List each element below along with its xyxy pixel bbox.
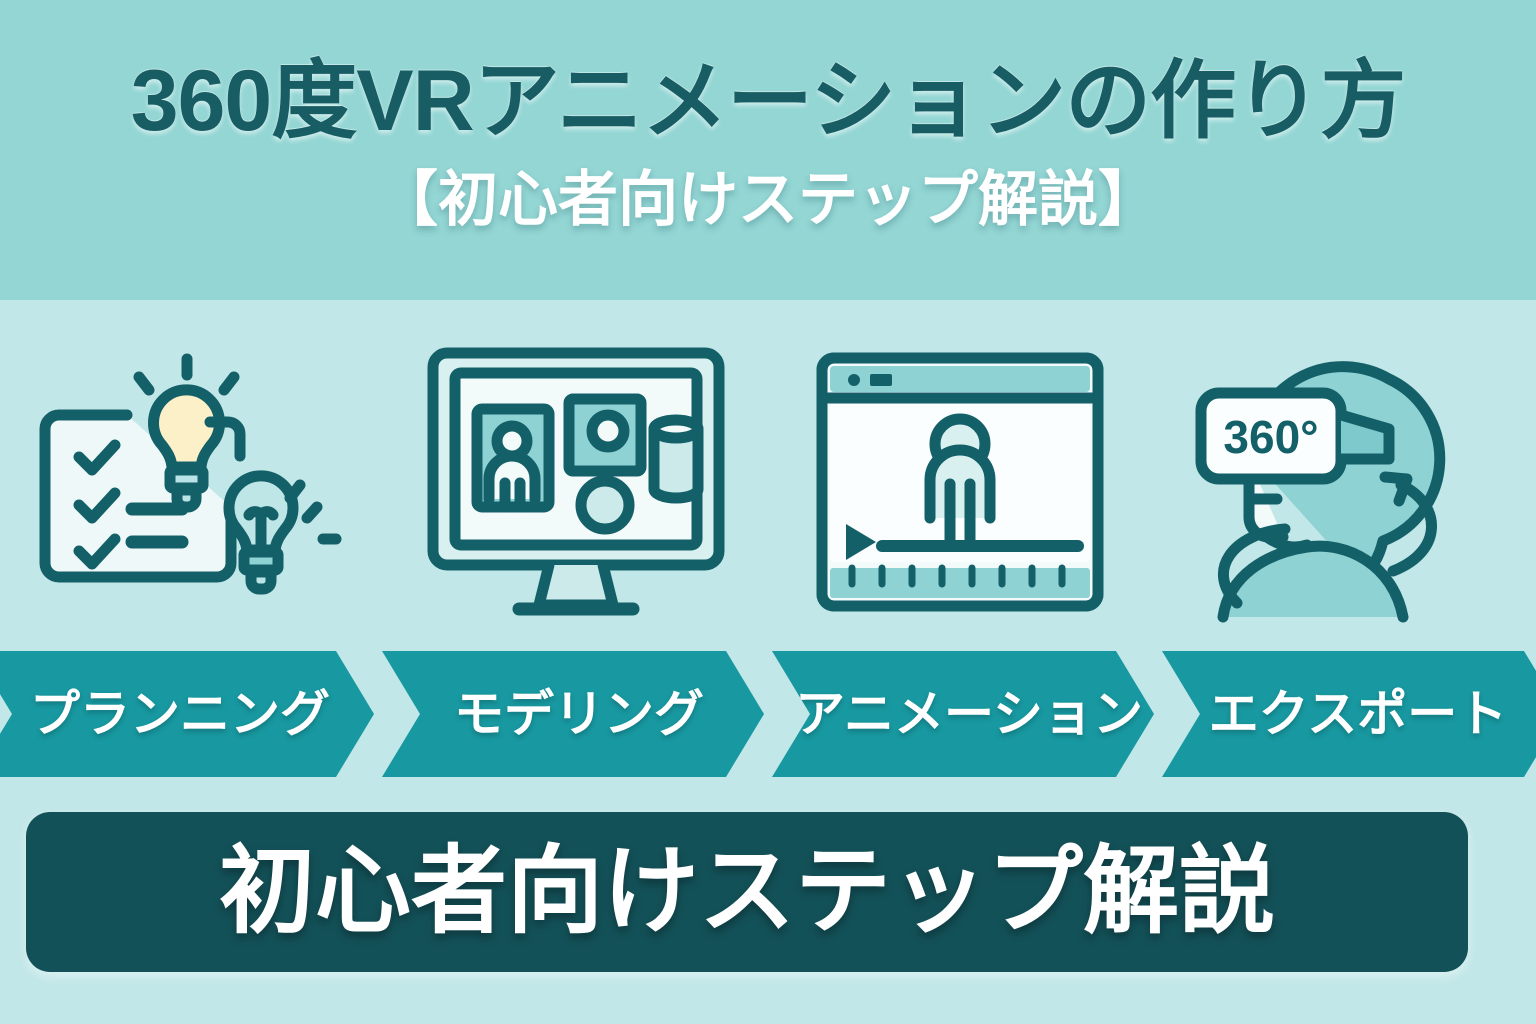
icon-cell-animation [768, 322, 1152, 642]
background-band-top [0, 0, 1536, 300]
step-label-animation: アニメーション [795, 686, 1143, 742]
page-subtitle: 【初心者向けステップ解説】 [378, 166, 1158, 233]
bottom-banner-text: 初心者向けステップ解説 [219, 838, 1275, 945]
header: 360度VRアニメーションの作り方 【初心者向けステップ解説】 [0, 0, 1536, 300]
icon-cell-modeling [384, 322, 768, 642]
step-chevron-row: プランニング モデリング アニメーション エクスポート [0, 651, 1536, 777]
planning-clipboard-lightbulb-icon [39, 353, 342, 595]
icon-row: 360° [0, 322, 1536, 642]
step-chevron-planning[interactable]: プランニング [0, 651, 374, 777]
page-title: 360度VRアニメーションの作り方 [130, 53, 1407, 149]
modeling-monitor-icon [427, 347, 725, 616]
icon-cell-planning [0, 322, 384, 642]
step-chevron-export[interactable]: エクスポート [1162, 651, 1536, 777]
export-vr-headset-icon: 360° [1195, 361, 1446, 623]
step-label-modeling: モデリング [454, 686, 704, 742]
step-label-export: エクスポート [1208, 686, 1508, 742]
bottom-banner: 初心者向けステップ解説 [26, 812, 1468, 972]
step-chevron-animation[interactable]: アニメーション [772, 651, 1154, 777]
vr-360-label: 360° [1223, 411, 1318, 463]
step-chevron-modeling[interactable]: モデリング [382, 651, 764, 777]
icon-cell-export: 360° [1152, 322, 1536, 642]
animation-player-icon [816, 352, 1104, 612]
step-label-planning: プランニング [30, 686, 330, 742]
